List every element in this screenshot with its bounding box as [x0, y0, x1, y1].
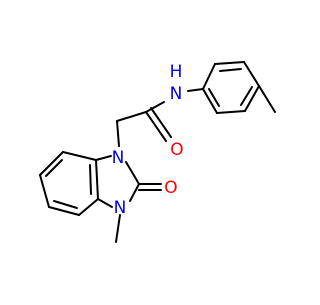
- molecule-diagram: N H O N N O: [39, 61, 276, 243]
- atom-amide-h: H: [170, 62, 183, 82]
- bond-c3a-c7a: [95, 159, 99, 200]
- bond-n-aryl: [187, 88, 204, 92]
- atom-urea-o: O: [164, 178, 177, 198]
- bond-benzo-1: [62, 151, 97, 161]
- bond-tolyl-4: [244, 85, 260, 112]
- atom-carbonyl-o: O: [170, 140, 183, 160]
- bond-benzo-3: [39, 174, 50, 208]
- bond-tolyl-methyl: [258, 85, 276, 113]
- bond-ch2-n1: [116, 120, 120, 147]
- bond-n3-methyl: [115, 214, 121, 243]
- bonds: [39, 61, 276, 243]
- structure-canvas: N H O N N O: [39, 61, 276, 243]
- atom-ring-n3: N: [114, 198, 127, 218]
- bond-c7a-n1: [95, 155, 112, 161]
- bond-tolyl-2: [214, 61, 245, 65]
- bond-co-2: [150, 107, 172, 138]
- bond-benzo-inner-1: [45, 159, 63, 177]
- atom-labels: N H O N N O: [112, 62, 184, 218]
- bond-benzo-5: [78, 198, 99, 216]
- bond-n-carbonyl: [145, 101, 165, 113]
- bond-tolyl-1: [202, 63, 216, 90]
- bond-c2-n3: [129, 183, 140, 202]
- bond-benzo-4: [48, 206, 80, 216]
- bond-co-1: [145, 111, 167, 142]
- bond-benzo-inner-3: [89, 164, 92, 195]
- atom-ring-n1: N: [112, 148, 125, 168]
- bond-benzo-inner-2: [53, 200, 78, 209]
- bond-benzo-2: [39, 151, 64, 176]
- bond-c-ch2: [116, 111, 147, 122]
- bond-n3-c3a: [97, 198, 113, 208]
- bond-tolyl-inner-3: [208, 88, 220, 107]
- atom-amide-n: N: [170, 84, 183, 104]
- bond-tolyl-3: [243, 61, 260, 87]
- bond-tolyl-6: [202, 88, 218, 114]
- bond-tolyl-inner-2: [240, 86, 253, 106]
- bond-tolyl-inner-1: [219, 68, 242, 72]
- bond-n1-c2: [125, 161, 140, 185]
- bond-tolyl-5: [216, 110, 246, 114]
